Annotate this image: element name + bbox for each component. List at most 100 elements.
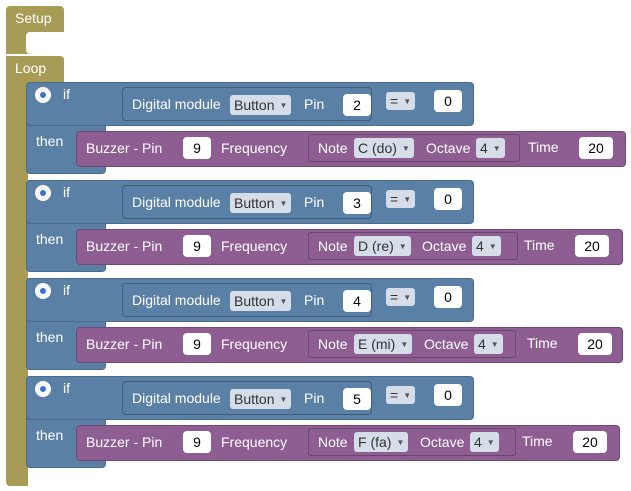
octave-dropdown[interactable]: 4 ▼ <box>476 138 505 158</box>
operator-dropdown[interactable]: = ▼ <box>386 288 416 306</box>
buzzer-pin-label: Buzzer - Pin <box>86 336 163 352</box>
note-value: C (do) <box>358 140 397 156</box>
octave-dropdown[interactable]: 4 ▼ <box>472 236 501 256</box>
note-dropdown[interactable]: C (do) ▼ <box>354 138 414 158</box>
time-label: Time <box>522 433 553 449</box>
pin-label: Pin <box>304 390 325 406</box>
time-label: Time <box>528 139 559 155</box>
octave-label: Octave <box>420 434 465 450</box>
dropdown-arrow-icon: ▼ <box>403 96 412 106</box>
buzzer-pin-input[interactable]: 9 <box>183 431 211 453</box>
octave-label: Octave <box>422 238 467 254</box>
gear-icon[interactable] <box>35 87 51 103</box>
gear-icon[interactable] <box>35 283 51 299</box>
operator-dropdown[interactable]: = ▼ <box>386 190 416 208</box>
buzzer-pin-label: Buzzer - Pin <box>86 140 163 156</box>
pin-input[interactable]: 4 <box>343 290 371 312</box>
note-dropdown[interactable]: E (mi) ▼ <box>354 334 413 354</box>
buzzer-pin-input[interactable]: 9 <box>183 137 211 159</box>
octave-dropdown[interactable]: 4 ▼ <box>470 432 499 452</box>
note-label: Note <box>318 238 348 254</box>
then-label: then <box>36 427 64 443</box>
pin-input[interactable]: 3 <box>343 192 371 214</box>
operator-dropdown[interactable]: = ▼ <box>386 92 416 110</box>
compare-value-input[interactable]: 0 <box>434 286 462 308</box>
frequency-label: Frequency <box>221 140 288 156</box>
gear-icon[interactable] <box>35 381 51 397</box>
operator-dropdown[interactable]: = ▼ <box>386 386 416 404</box>
pin-label: Pin <box>304 96 325 112</box>
setup-statement-slot <box>26 32 66 54</box>
dropdown-arrow-icon: ▼ <box>279 394 288 404</box>
pin-input[interactable]: 2 <box>343 94 371 116</box>
dropdown-arrow-icon: ▼ <box>279 198 288 208</box>
module-type-value: Button <box>234 195 275 211</box>
dropdown-arrow-icon: ▼ <box>488 241 497 251</box>
time-label: Time <box>524 237 555 253</box>
if-label: if <box>63 86 70 102</box>
gear-icon[interactable] <box>35 185 51 201</box>
if-label: if <box>63 184 70 200</box>
dropdown-arrow-icon: ▼ <box>279 296 288 306</box>
then-label: then <box>36 133 64 149</box>
module-type-dropdown[interactable]: Button ▼ <box>230 291 292 311</box>
compare-value-input[interactable]: 0 <box>434 90 462 112</box>
frequency-label: Frequency <box>221 336 288 352</box>
note-label: Note <box>318 434 348 450</box>
module-type-dropdown[interactable]: Button ▼ <box>230 389 292 409</box>
dropdown-arrow-icon: ▼ <box>486 437 495 447</box>
module-type-dropdown[interactable]: Button ▼ <box>230 193 292 213</box>
time-input[interactable]: 20 <box>575 235 609 257</box>
octave-value: 4 <box>476 238 484 254</box>
module-type-value: Button <box>234 97 275 113</box>
dropdown-arrow-icon: ▼ <box>400 339 409 349</box>
note-dropdown[interactable]: D (re) ▼ <box>354 236 411 256</box>
digital-module-label: Digital module <box>132 96 221 112</box>
note-value: E (mi) <box>358 336 396 352</box>
loop-label: Loop <box>15 60 47 76</box>
note-value: F (fa) <box>358 434 392 450</box>
buzzer-pin-input[interactable]: 9 <box>183 333 211 355</box>
buzzer-pin-label: Buzzer - Pin <box>86 434 163 450</box>
module-type-dropdown[interactable]: Button ▼ <box>230 95 292 115</box>
dropdown-arrow-icon: ▼ <box>403 194 412 204</box>
octave-value: 4 <box>474 434 482 450</box>
then-label: then <box>36 329 64 345</box>
dropdown-arrow-icon: ▼ <box>396 437 405 447</box>
octave-dropdown[interactable]: 4 ▼ <box>474 334 503 354</box>
loop-block[interactable] <box>6 56 64 84</box>
module-type-value: Button <box>234 391 275 407</box>
pin-label: Pin <box>304 292 325 308</box>
digital-module-label: Digital module <box>132 292 221 308</box>
operator-value: = <box>390 289 399 305</box>
dropdown-arrow-icon: ▼ <box>401 143 410 153</box>
then-label: then <box>36 231 64 247</box>
time-input[interactable]: 20 <box>579 137 613 159</box>
digital-module-label: Digital module <box>132 194 221 210</box>
note-label: Note <box>318 140 348 156</box>
note-value: D (re) <box>358 238 394 254</box>
note-dropdown[interactable]: F (fa) ▼ <box>354 432 409 452</box>
note-label: Note <box>318 336 348 352</box>
compare-value-input[interactable]: 0 <box>434 188 462 210</box>
octave-label: Octave <box>426 140 471 156</box>
digital-module-label: Digital module <box>132 390 221 406</box>
if-label: if <box>63 380 70 396</box>
if-label: if <box>63 282 70 298</box>
compare-value-input[interactable]: 0 <box>434 384 462 406</box>
dropdown-arrow-icon: ▼ <box>490 339 499 349</box>
pin-input[interactable]: 5 <box>343 388 371 410</box>
dropdown-arrow-icon: ▼ <box>492 143 501 153</box>
time-input[interactable]: 20 <box>578 333 612 355</box>
operator-value: = <box>390 191 399 207</box>
operator-value: = <box>390 387 399 403</box>
octave-value: 4 <box>478 336 486 352</box>
loop-block-body <box>6 80 28 486</box>
buzzer-pin-input[interactable]: 9 <box>183 235 211 257</box>
module-type-value: Button <box>234 293 275 309</box>
time-label: Time <box>527 335 558 351</box>
time-input[interactable]: 20 <box>573 431 607 453</box>
frequency-label: Frequency <box>221 434 288 450</box>
pin-label: Pin <box>304 194 325 210</box>
dropdown-arrow-icon: ▼ <box>279 100 288 110</box>
